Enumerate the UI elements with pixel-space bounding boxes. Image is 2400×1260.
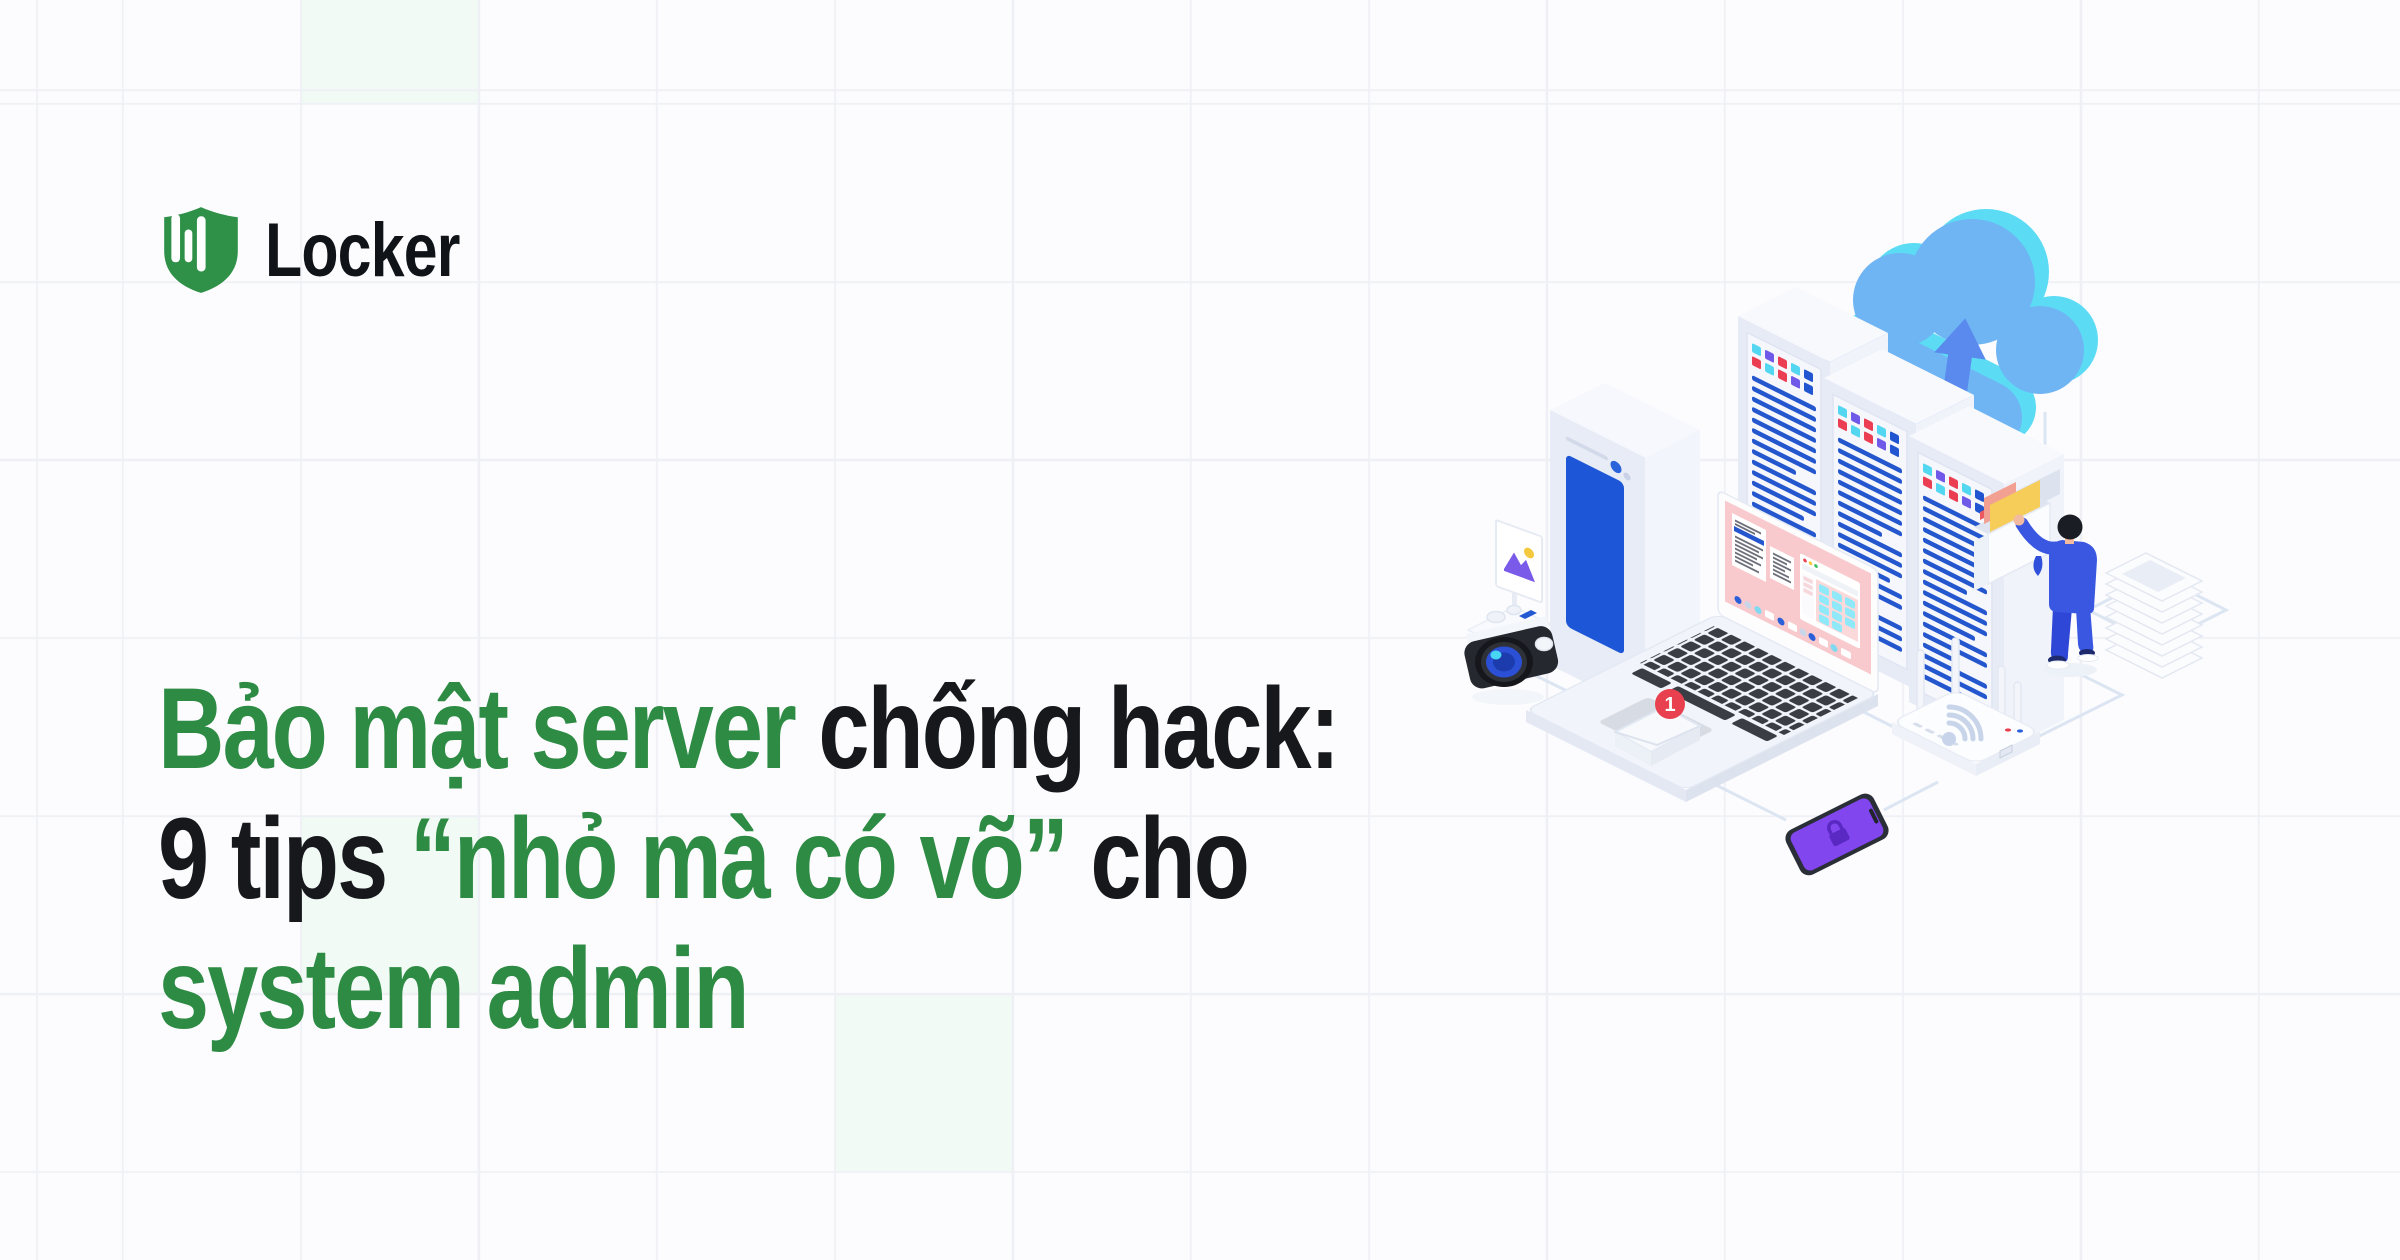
headline: Bảo mật server chống hack: 9 tips “nhỏ m… (158, 664, 1340, 1054)
screen-document-card (1732, 512, 1794, 590)
hero-illustration: 1 (1464, 209, 2230, 876)
headline-line1-black: chống hack: (794, 665, 1340, 793)
wifi-router (1892, 637, 2040, 776)
envelope-notification: 1 (1612, 689, 1703, 766)
admin-person (2013, 514, 2099, 677)
screen-browser-window (1800, 553, 1860, 649)
headline-line2-green: “nhỏ mà có võ” (409, 795, 1069, 923)
shield-icon (164, 207, 238, 293)
headline-line-3: system admin (158, 925, 750, 1053)
person-head (2057, 514, 2083, 540)
notification-count: 1 (1664, 694, 1675, 716)
sun-icon (1524, 547, 1534, 559)
headline-line2-black2: cho (1066, 795, 1250, 923)
camera-icon (1464, 604, 1559, 705)
drawer-tie (2033, 556, 2043, 576)
headline-line1-green: Bảo mật server (158, 665, 797, 793)
headline-line2-black1: 9 tips (158, 795, 410, 923)
desktop-tower (1550, 383, 1700, 713)
screen-dock (1734, 596, 1851, 659)
headline-line-1: Bảo mật server chống hack: (158, 664, 1340, 794)
headline-line-2: 9 tips “nhỏ mà có võ” cho (158, 794, 1338, 924)
wifi-icon (1946, 704, 1984, 742)
tint-cell-top (300, 0, 478, 103)
smartphone-lock (1785, 793, 1889, 876)
lock-icon (1827, 820, 1850, 847)
brand-name: Locker (265, 207, 460, 293)
image-icon (1504, 552, 1535, 583)
brand-logo: Locker (159, 204, 508, 296)
folder-drawer (1974, 480, 2051, 591)
notification-badge (1655, 689, 1685, 719)
paper-stack (2104, 552, 2204, 679)
